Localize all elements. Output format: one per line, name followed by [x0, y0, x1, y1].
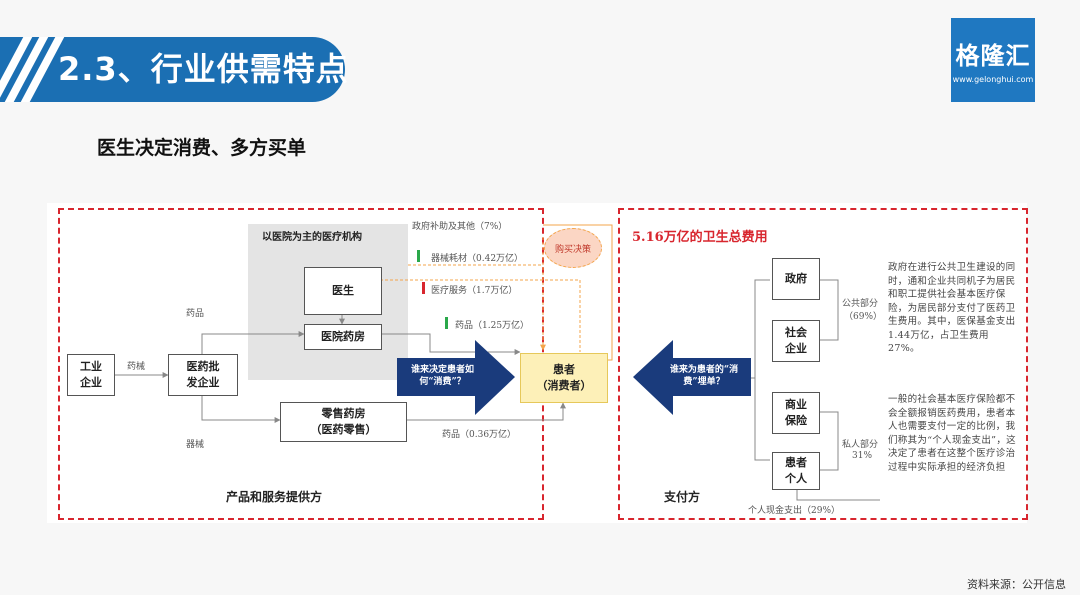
hospital-pharmacy-node: 医院药房 [304, 324, 382, 350]
label-equipment-bottom: 器械 [186, 440, 205, 450]
government-node: 政府 [772, 258, 820, 300]
page-title: 2.3、行业供需特点 [58, 50, 349, 88]
green-up-bar-icon [445, 317, 448, 329]
line-wholesale-hospital [201, 331, 305, 354]
flow-medical-service [380, 279, 581, 352]
green-up-bar-icon [417, 250, 420, 262]
payer-side-label: 支付方 [664, 490, 701, 504]
arrow-text-decide: 谁来决定患者如何“消费”？ [410, 365, 474, 387]
private-paragraph: 一般的社会基本医疗保险都不会全额报销医药费用，患者本人也需要支付一定的比例，我们… [888, 394, 1016, 473]
commercial-insurance-node: 商业 保险 [772, 392, 820, 434]
gelonghui-logo: 格隆汇 www.gelonghui.com [951, 18, 1035, 102]
left-arrow-icon [633, 340, 751, 415]
total-health-expenditure-title: 5.16万亿的卫生总费用 [632, 230, 768, 245]
patient-consumer-node: 患者 （消费者） [520, 353, 608, 403]
public-part-label: 公共部分 [842, 299, 879, 309]
label-drugs-hospital: 药品（1.25万亿） [455, 321, 530, 331]
retail-pharmacy-node: 零售药房 （医药零售） [280, 402, 407, 442]
payer-side-region [618, 208, 1028, 520]
red-up-bar-icon [422, 282, 425, 294]
line-retail-patient [405, 402, 566, 421]
supply-side-label: 产品和服务提供方 [226, 490, 323, 504]
cloud-label: 购买决策 [554, 244, 591, 255]
public-bracket [820, 279, 839, 341]
doctor-node: 医生 [304, 267, 382, 315]
line-wholesale-retail [201, 396, 281, 423]
patient-self-node: 患者 个人 [772, 452, 820, 490]
label-drugs-retail: 药品（0.36万亿） [442, 430, 517, 440]
public-pct-label: （69%） [844, 312, 883, 322]
label-drugs-top: 药品 [186, 309, 205, 319]
hospital-area-label: 以医院为主的医疗机构 [262, 232, 362, 243]
data-source: 资料来源：公开信息 [967, 578, 1066, 591]
logo-text: 格隆汇 [955, 42, 1031, 70]
out-of-pocket-line [796, 485, 880, 501]
right-arrow-icon [397, 340, 515, 415]
wholesale-node: 医药批 发企业 [168, 354, 238, 396]
arrow-text-pay: 谁来为患者的“消费”埋单？ [669, 365, 739, 387]
private-pct-label: 31% [852, 451, 873, 461]
out-of-pocket-label: 个人现金支出（29%） [748, 506, 841, 516]
purchase-decision-cloud: 购买决策 [544, 228, 602, 268]
label-gov-subsidy: 政府补助及其他（7%） [412, 222, 508, 232]
label-drugs-equipment: 药械 [127, 362, 146, 372]
section-subtitle: 医生决定消费、多方买单 [97, 137, 307, 159]
private-part-label: 私人部分 [842, 440, 879, 450]
payer-bracket [754, 279, 770, 461]
flow-gov-subsidy [543, 224, 613, 361]
logo-url: www.gelonghui.com [952, 75, 1034, 84]
label-medical-service: 医疗服务（1.7万亿） [431, 286, 518, 296]
industry-node: 工业 企业 [67, 354, 115, 396]
public-paragraph: 政府在进行公共卫生建设的同时，通和企业共同机子为居民和职工提供社会基本医疗保险，… [888, 262, 1016, 354]
label-consumables: 器械耗材（0.42万亿） [431, 254, 524, 264]
title-banner [0, 37, 345, 102]
private-bracket [820, 411, 839, 471]
social-insurance-node: 社会 企业 [772, 320, 820, 362]
